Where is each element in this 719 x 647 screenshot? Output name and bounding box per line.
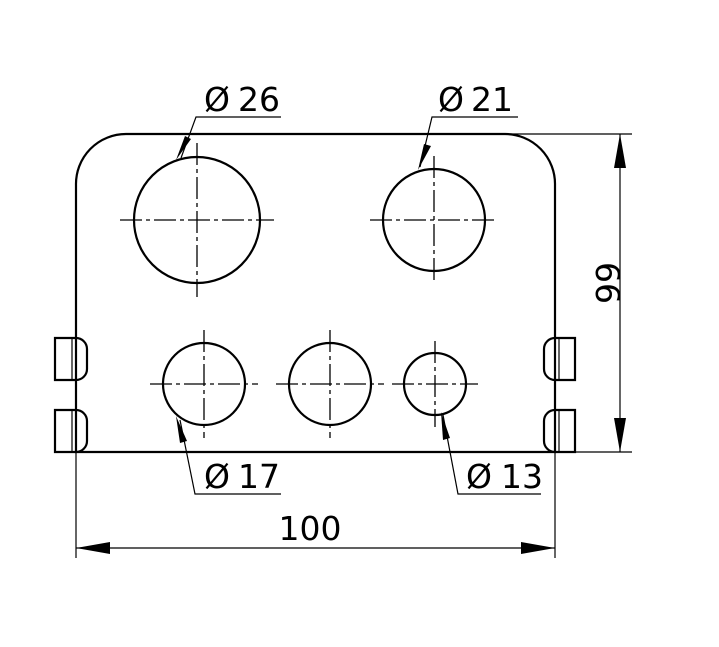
callout-d17: Ø 17 [176, 416, 281, 496]
callout-d26-symbol: Ø [204, 80, 230, 119]
right-tab-upper [542, 336, 577, 382]
callout-d17-symbol: Ø [204, 457, 230, 496]
callout-d13: Ø 13 [441, 412, 543, 496]
callout-d21-symbol: Ø [438, 80, 464, 119]
callout-d13-value: 13 [501, 457, 543, 496]
callout-d21: Ø 21 [418, 80, 518, 170]
center-marks [120, 143, 498, 438]
callout-d26-value: 26 [238, 80, 280, 119]
left-tab-lower [53, 408, 89, 454]
callout-d17-value: 17 [238, 457, 280, 496]
dimension-height-value: 66 [588, 262, 627, 304]
dimension-width-value: 100 [279, 509, 342, 548]
callout-d26: Ø 26 [176, 80, 281, 160]
dimension-height: 66 [505, 133, 632, 453]
callout-d21-value: 21 [471, 80, 513, 119]
callout-d13-symbol: Ø [466, 457, 492, 496]
dimension-width: 100 [75, 452, 556, 558]
left-tab-upper [53, 336, 89, 382]
